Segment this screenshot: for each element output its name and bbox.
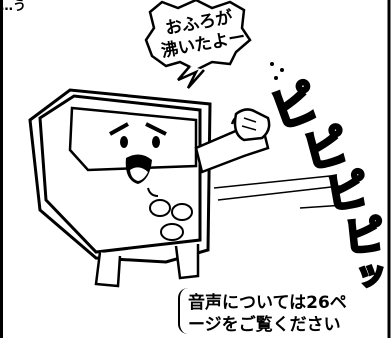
top-text-fragment: …う [0, 0, 27, 14]
svg-text:ッ: ッ [356, 257, 386, 292]
svg-text:ピ: ピ [322, 164, 372, 220]
caption-bracket [178, 288, 190, 334]
sound-effect: ピ ピ ピ ピ ッ [262, 72, 388, 294]
decorative-marks [270, 62, 284, 80]
svg-text:ピ: ピ [342, 212, 387, 262]
speech-bubble: おふろが 沸いたよー [144, 0, 252, 89]
caption-line2: ージをご覧ください [188, 315, 341, 335]
caption-line1: 音声については26ペ [188, 293, 347, 313]
remote-character [28, 88, 271, 288]
motion-lines [213, 175, 361, 209]
caption: 音声については26ペ ージをご覧ください [188, 292, 392, 336]
